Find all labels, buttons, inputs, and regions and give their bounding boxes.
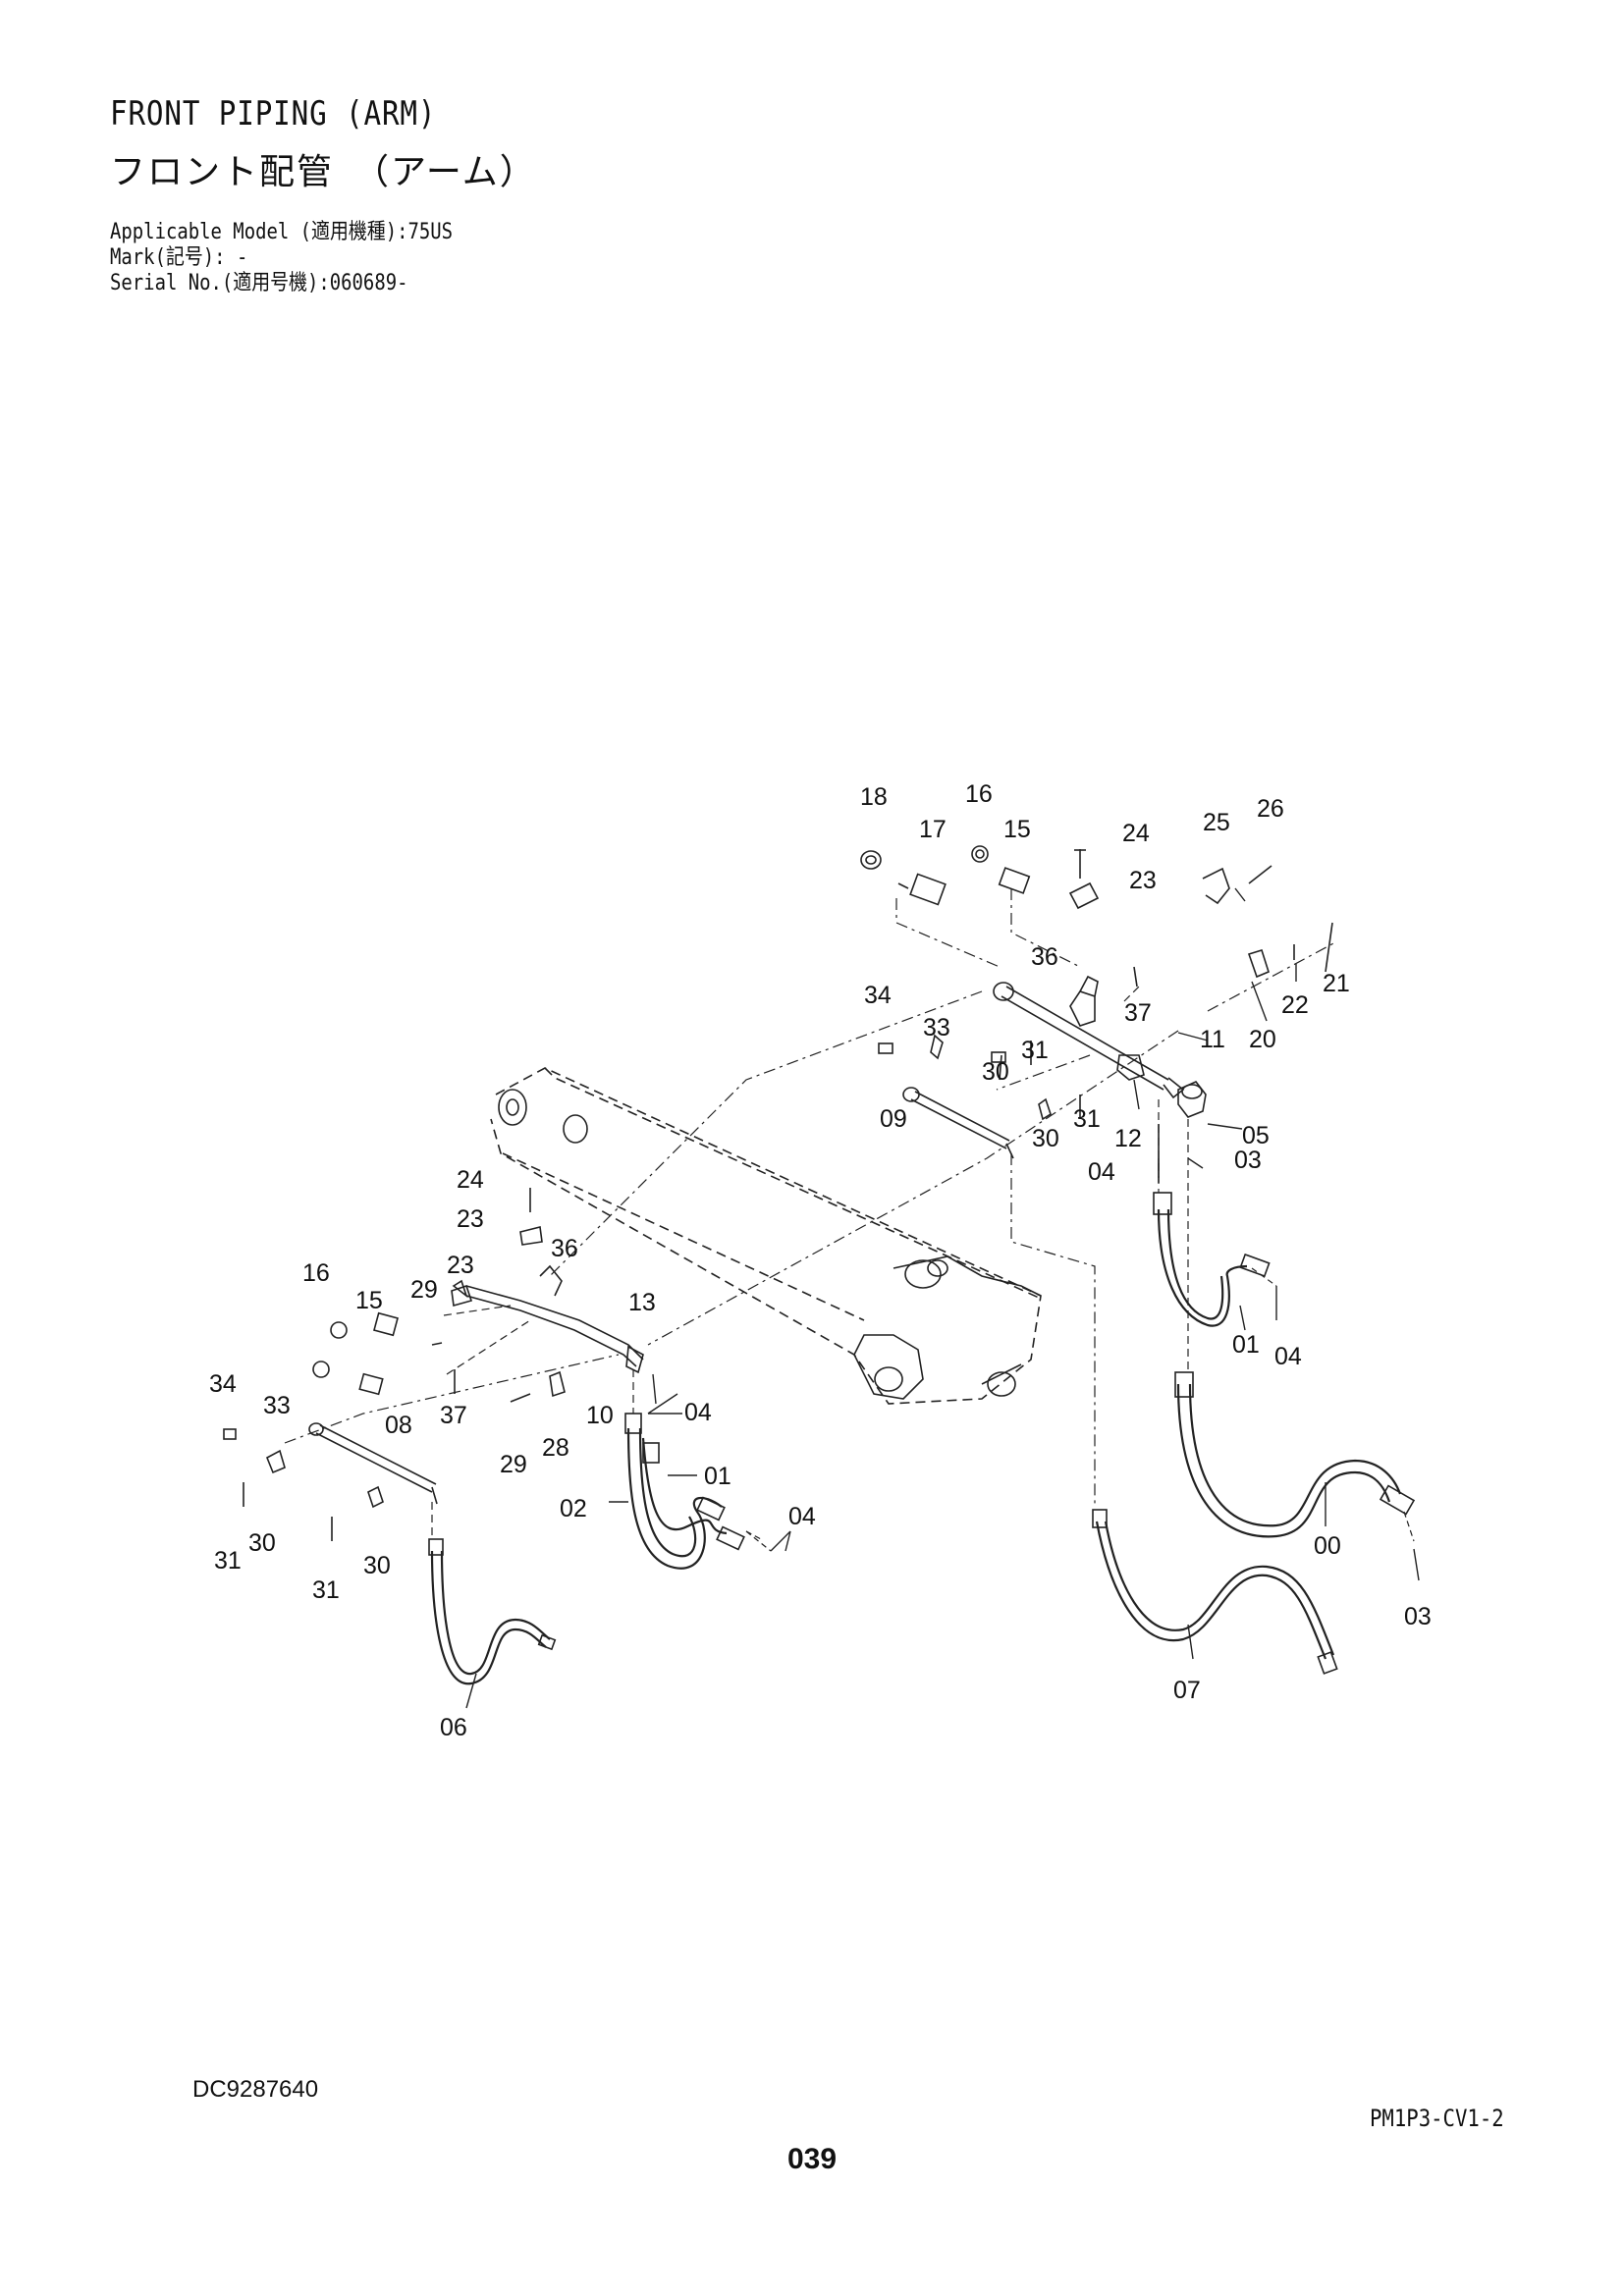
callout-01-left: 01: [704, 1463, 731, 1490]
callout-01-right: 01: [1232, 1331, 1260, 1359]
mark-label: Mark(記号): -: [110, 245, 248, 270]
callout-24: 24: [1122, 820, 1150, 847]
callout-31-top-a: 31: [1021, 1037, 1049, 1064]
callout-23: 23: [1129, 867, 1157, 894]
arm-body: [490, 1067, 1042, 1405]
callout-05: 05: [1242, 1122, 1270, 1149]
callout-03-top: 03: [1234, 1147, 1262, 1174]
callout-22: 22: [1281, 991, 1309, 1019]
callout-29-left-top: 29: [410, 1276, 438, 1304]
page-code: PM1P3-CV1-2: [1370, 2105, 1504, 2132]
callout-28: 28: [542, 1434, 569, 1462]
callout-36-top: 36: [1031, 943, 1058, 971]
callout-34-top: 34: [864, 982, 892, 1009]
fittings-top: [860, 845, 1031, 906]
hose-06: [428, 1538, 557, 1685]
callout-23-left: 23: [457, 1205, 484, 1233]
callout-07: 07: [1173, 1677, 1201, 1704]
callout-30-left-b: 30: [363, 1552, 391, 1579]
hose-07: [1092, 1509, 1338, 1675]
clamps-top: [878, 849, 1333, 1121]
callout-30-top-b: 30: [1032, 1125, 1059, 1152]
hose-01-right: [1153, 1124, 1271, 1327]
callout-16: 16: [965, 780, 993, 808]
tube-09: [902, 1087, 1014, 1159]
callout-18: 18: [860, 783, 888, 811]
callout-26: 26: [1257, 795, 1284, 823]
callout-33-left: 33: [263, 1392, 291, 1419]
callout-09: 09: [880, 1105, 907, 1133]
callout-37-left: 37: [440, 1402, 467, 1429]
fittings-left: [312, 1188, 566, 1403]
tube-08: [223, 1422, 438, 1541]
callout-16-left: 16: [302, 1259, 330, 1287]
callout-34-left: 34: [209, 1370, 237, 1398]
callout-29-left: 29: [500, 1451, 527, 1478]
callout-13: 13: [628, 1289, 656, 1316]
callout-04-top: 04: [1088, 1158, 1115, 1186]
connection-lines: [284, 888, 1415, 1552]
callout-02: 02: [560, 1495, 587, 1522]
callout-23-left-b: 23: [447, 1252, 474, 1279]
callout-labels: 18 16 17 15 24 23 25 26 21 22 20 36 37 1…: [209, 780, 1432, 1741]
applicable-model: Applicable Model (適用機種):75US: [110, 220, 454, 244]
callout-04-left-b: 04: [788, 1503, 816, 1530]
callout-36-left: 36: [551, 1235, 578, 1262]
callout-37-top: 37: [1124, 999, 1152, 1027]
callout-00: 00: [1314, 1532, 1341, 1560]
callout-24-left: 24: [457, 1166, 484, 1194]
callout-03-right: 03: [1404, 1603, 1432, 1630]
callout-20: 20: [1249, 1026, 1276, 1053]
tube-13: [451, 1264, 644, 1374]
leader-lines: [465, 887, 1420, 1709]
callout-11: 11: [1200, 1026, 1225, 1053]
callout-15: 15: [1003, 816, 1031, 843]
callout-04-left-a: 04: [684, 1399, 712, 1426]
serial-number: Serial No.(適用号機):060689-: [110, 271, 408, 295]
callout-12: 12: [1114, 1125, 1142, 1152]
callout-31-top-b: 31: [1073, 1105, 1101, 1133]
page-number: 039: [786, 2143, 838, 2175]
drawing-code: DC9287640: [192, 2076, 319, 2103]
callout-04-right: 04: [1274, 1343, 1302, 1370]
callout-25: 25: [1203, 809, 1230, 836]
callout-17: 17: [919, 816, 947, 843]
callout-15-left: 15: [355, 1287, 383, 1314]
hose-00: [1174, 1371, 1416, 1538]
callout-30-left-a: 30: [248, 1529, 276, 1557]
elbow-05: [1177, 1081, 1207, 1118]
page-title-japanese: フロント配管 （アーム）: [110, 152, 537, 192]
callout-21: 21: [1323, 970, 1350, 997]
callout-33-top: 33: [923, 1014, 950, 1041]
callout-30-top-a: 30: [982, 1058, 1009, 1086]
page-title: FRONT PIPING (ARM): [110, 94, 437, 133]
hoses-01-02-left: [624, 1413, 745, 1570]
callout-06: 06: [440, 1714, 467, 1741]
callout-10: 10: [586, 1402, 614, 1429]
callout-31-left-b: 31: [312, 1576, 340, 1604]
callout-08: 08: [385, 1412, 412, 1439]
callout-31-left-a: 31: [214, 1547, 242, 1575]
